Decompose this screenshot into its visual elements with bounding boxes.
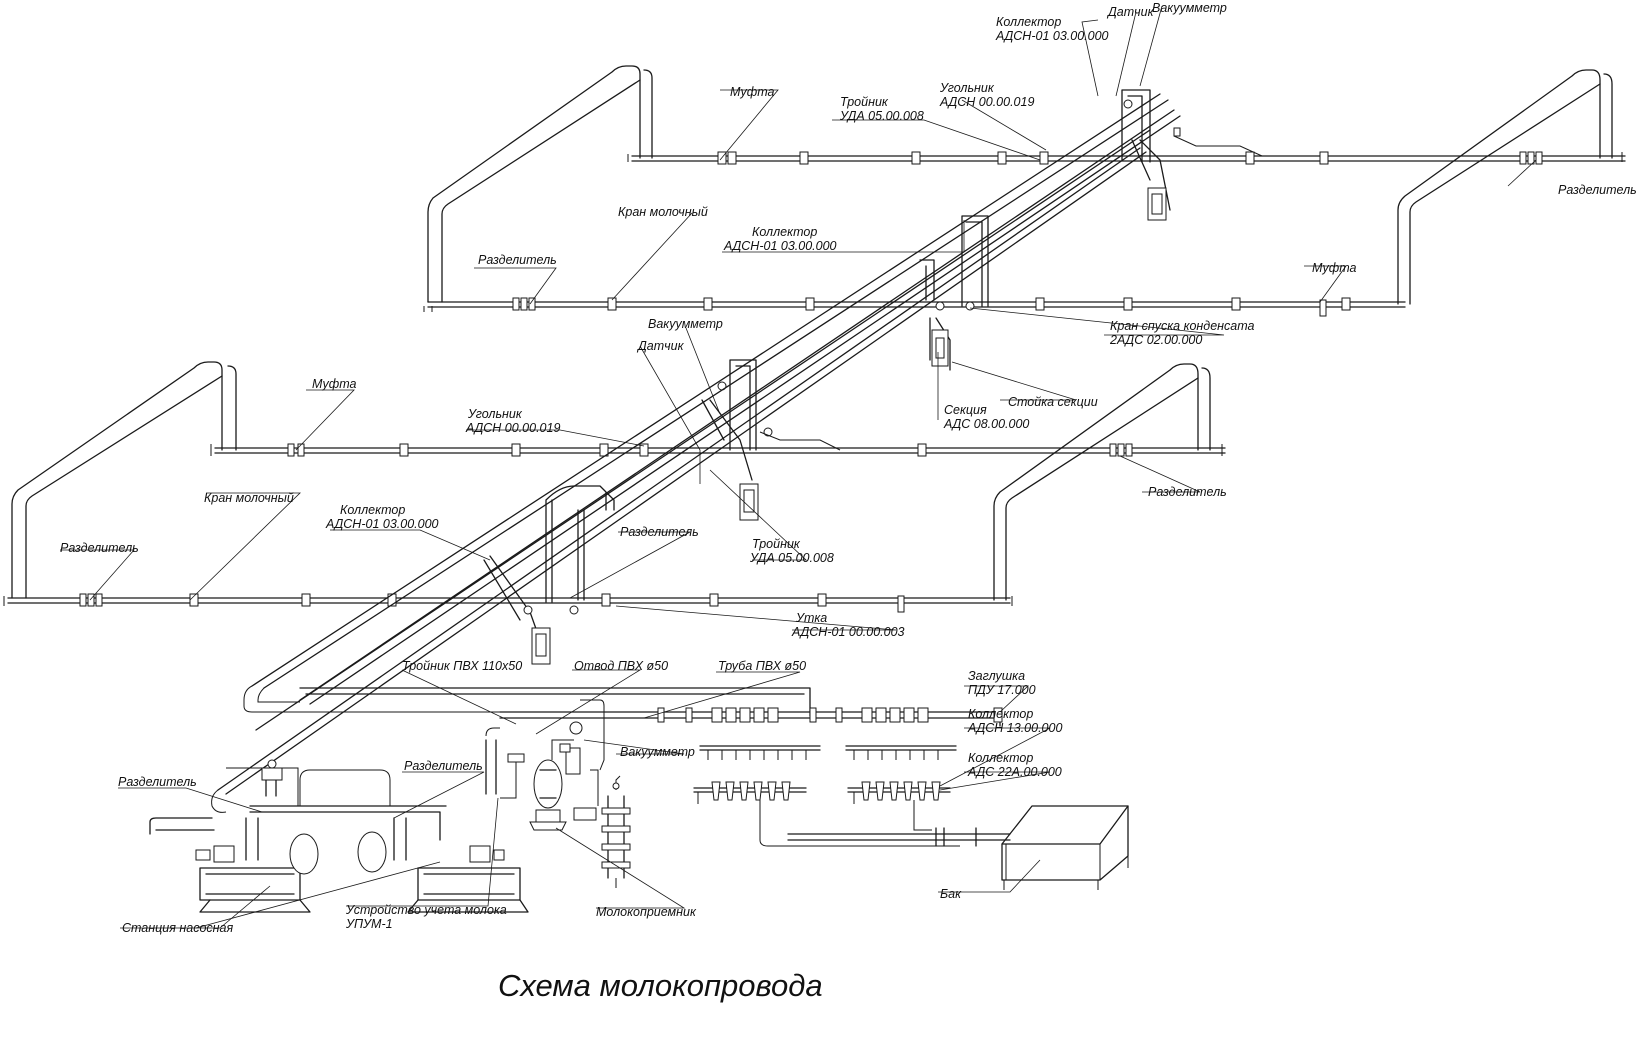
milk-receiver bbox=[529, 721, 599, 831]
collector-adsn-13 bbox=[699, 745, 957, 760]
label-milk-meter-code: УПУМ-1 bbox=[345, 917, 393, 931]
label-upper-coupling: Муфта bbox=[730, 85, 775, 99]
label-lower-collector-code: АДСН-01 03.00.000 bbox=[325, 517, 439, 531]
label-lower-vacuum: Вакуумметр bbox=[648, 317, 723, 331]
label-upper-mid-collector-code: АДСН-01 03.00.000 bbox=[723, 239, 837, 253]
label-upper-mid-collector: Коллектор bbox=[752, 225, 817, 239]
label-upper-splitter-right: Разделитель bbox=[1558, 183, 1637, 197]
label-collector-ads: Коллектор bbox=[968, 751, 1033, 765]
upper-collector-stand bbox=[1121, 89, 1263, 221]
label-upper-elbow: Угольник bbox=[939, 81, 995, 95]
label-plug-code: ПДУ 17.000 bbox=[968, 683, 1036, 697]
label-pump-station: Станция насосная bbox=[122, 921, 233, 935]
label-lower-sensor: Датчик bbox=[636, 339, 685, 353]
label-lower-tee: Тройник bbox=[752, 537, 801, 551]
label-collector-adsn: Коллектор bbox=[968, 707, 1033, 721]
label-upper-tee: Тройник bbox=[840, 95, 889, 109]
label-duck-code: АДСН-01 00.00.003 bbox=[791, 625, 905, 639]
label-pvc-pipe: Труба ПВХ ø50 bbox=[718, 659, 806, 673]
label-upper-milk-valve: Кран молочный bbox=[618, 205, 708, 219]
label-section: Секция bbox=[944, 403, 987, 417]
tank bbox=[1001, 805, 1129, 890]
label-plug: Заглушка bbox=[968, 669, 1025, 683]
leader-lines bbox=[60, 5, 1537, 929]
label-section-code: АДС 08.00.000 bbox=[943, 417, 1029, 431]
label-milk-receiver: Молокоприемник bbox=[596, 905, 697, 919]
label-lower-splitter-right: Разделитель bbox=[1148, 485, 1227, 499]
label-lower-collector: Коллектор bbox=[340, 503, 405, 517]
manifold-fittings bbox=[657, 707, 1003, 723]
label-condensate-valve: Кран спуска конденсата bbox=[1110, 319, 1255, 333]
label-duck: Утка bbox=[795, 611, 827, 625]
pump-station bbox=[149, 759, 529, 913]
label-upper-tee-code: УДА 05.00.008 bbox=[839, 109, 924, 123]
label-section-rack: Стойка секции bbox=[1008, 395, 1098, 409]
label-station-splitter-left: Разделитель bbox=[118, 775, 197, 789]
label-collector-adsn-code: АДСН 13.00.000 bbox=[967, 721, 1062, 735]
diagram-title: Схема молокопровода bbox=[498, 968, 823, 1003]
label-upper-coupling-right: Муфта bbox=[1312, 261, 1357, 275]
upper-fittings bbox=[512, 151, 1543, 317]
label-upper-collector-code: АДСН-01 03.00.000 bbox=[995, 29, 1109, 43]
label-upper-collector: Коллектор bbox=[996, 15, 1061, 29]
label-tank: Бак bbox=[940, 887, 962, 901]
label-lower-elbow-code: АДСН 00.00.019 bbox=[465, 421, 560, 435]
upper-pipeline bbox=[423, 65, 1626, 371]
label-lower-milk-valve: Кран молочный bbox=[204, 491, 294, 505]
label-collector-ads-code: АДС 22А.00.000 bbox=[967, 765, 1062, 779]
label-upper-sensor: Датчик bbox=[1106, 5, 1155, 19]
lower-collector-stand-left bbox=[483, 485, 615, 665]
label-lower-splitter-mid: Разделитель bbox=[620, 525, 699, 539]
label-lower-splitter-left: Разделитель bbox=[60, 541, 139, 555]
label-station-splitter-right: Разделитель bbox=[404, 759, 483, 773]
label-milk-meter: Устройство учета молока bbox=[345, 903, 507, 917]
label-pvc-tee: Тройник ПВХ 110х50 bbox=[402, 659, 522, 673]
label-upper-elbow-code: АДСН 00.00.019 bbox=[939, 95, 1034, 109]
label-pvc-bend: Отвод ПВХ ø50 bbox=[574, 659, 668, 673]
cooler bbox=[601, 775, 631, 888]
text-labels: Коллектор АДСН-01 03.00.000 Датчик Вакуу… bbox=[60, 1, 1637, 1003]
lower-pipeline bbox=[3, 359, 1226, 665]
label-upper-splitter-left: Разделитель bbox=[478, 253, 557, 267]
label-lower-elbow: Угольник bbox=[467, 407, 523, 421]
label-lower-coupling: Муфта bbox=[312, 377, 357, 391]
lower-fittings bbox=[79, 443, 1133, 613]
collector-ads-22a bbox=[693, 781, 1011, 847]
label-lower-tee-code: УДА 05.00.008 bbox=[749, 551, 834, 565]
label-upper-vacuum: Вакуумметр bbox=[1152, 1, 1227, 15]
label-station-vacuum: Вакуумметр bbox=[620, 745, 695, 759]
upper-mid-collector-stand bbox=[919, 215, 989, 371]
milk-meter bbox=[485, 727, 525, 799]
label-condensate-valve-code: 2АДС 02.00.000 bbox=[1109, 333, 1202, 347]
diagonal-trunk bbox=[211, 93, 1181, 813]
